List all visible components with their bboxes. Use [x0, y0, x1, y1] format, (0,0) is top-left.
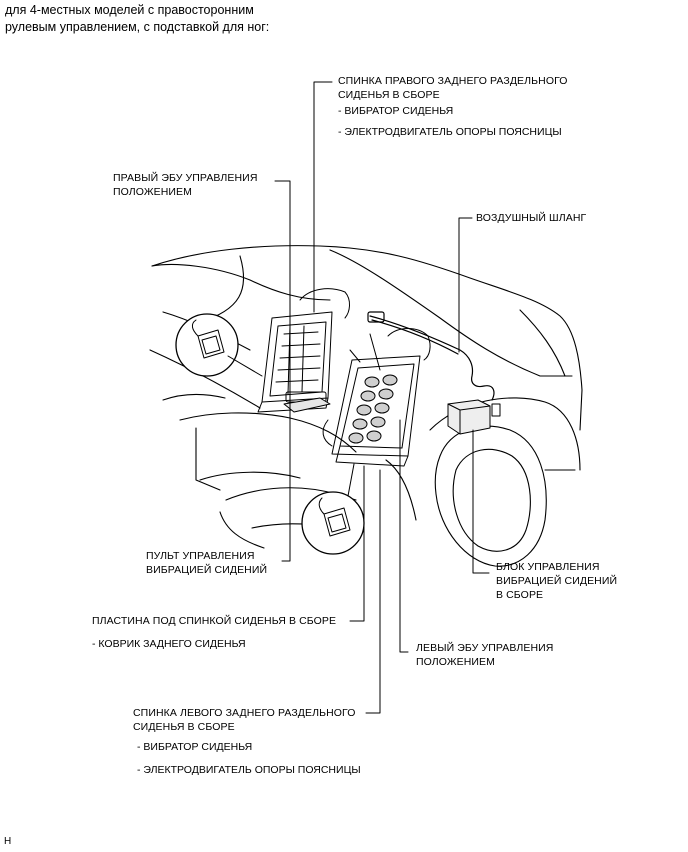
label-left-ecu: ЛЕВЫЙ ЭБУ УПРАВЛЕНИЯ ПОЛОЖЕНИЕМ — [416, 641, 553, 669]
label-left-ecu-line1: ЛЕВЫЙ ЭБУ УПРАВЛЕНИЯ — [416, 642, 554, 654]
leader-lines — [274, 81, 490, 714]
label-left-seatback: СПИНКА ЛЕВОГО ЗАДНЕГО РАЗДЕЛЬНОГО СИДЕНЬ… — [133, 706, 356, 734]
label-vibration-control-unit-line2: ВИБРАЦИЕЙ СИДЕНИЙ — [496, 575, 618, 587]
label-vibration-control-unit-line3: В СБОРЕ — [496, 589, 544, 601]
rear-wheel-inner — [452, 448, 531, 552]
page-heading: для 4-местных моделей с правосторонним р… — [5, 2, 269, 36]
label-right-seatback-line2: СИДЕНЬЯ В СБОРЕ — [338, 89, 440, 101]
label-right-seatback: СПИНКА ПРАВОГО ЗАДНЕГО РАЗДЕЛЬНОГО СИДЕН… — [338, 74, 568, 102]
label-vibration-switch: ПУЛЬТ УПРАВЛЕНИЯ ВИБРАЦИЕЙ СИДЕНИЙ — [146, 549, 267, 577]
label-air-hose: ВОЗДУШНЫЙ ШЛАНГ — [476, 211, 586, 225]
label-right-seatback-item2: - ЭЛЕКТРОДВИГАТЕЛЬ ОПОРЫ ПОЯСНИЦЫ — [338, 126, 562, 138]
label-seatback-board-item1: - КОВРИК ЗАДНЕГО СИДЕНЬЯ — [92, 638, 246, 650]
label-right-ecu: ПРАВЫЙ ЭБУ УПРАВЛЕНИЯ ПОЛОЖЕНИЕМ — [113, 171, 258, 199]
label-vibration-switch-line2: ВИБРАЦИЕЙ СИДЕНИЙ — [146, 564, 268, 576]
label-left-seatback-line1: СПИНКА ЛЕВОГО ЗАДНЕГО РАЗДЕЛЬНОГО — [133, 707, 356, 719]
right-ecu-inset — [175, 313, 263, 377]
label-air-hose-line1: ВОЗДУШНЫЙ ШЛАНГ — [476, 212, 587, 224]
rear-wheel-outer — [434, 425, 547, 567]
label-seatback-board-line1: ПЛАСТИНА ПОД СПИНКОЙ СИДЕНЬЯ В СБОРЕ — [92, 615, 337, 627]
left-seatback-frame — [322, 328, 431, 467]
label-left-seatback-item1: - ВИБРАТОР СИДЕНЬЯ — [137, 741, 253, 753]
heading-line-2: рулевым управлением, с подставкой для но… — [5, 20, 270, 34]
label-right-seatback-line1: СПИНКА ПРАВОГО ЗАДНЕГО РАЗДЕЛЬНОГО — [338, 75, 568, 87]
label-right-ecu-line2: ПОЛОЖЕНИЕМ — [113, 186, 193, 198]
left-seat-vibrators — [348, 374, 398, 444]
left-ecu-inset — [301, 463, 365, 555]
label-left-seatback-line2: СИДЕНЬЯ В СБОРЕ — [133, 721, 235, 733]
label-vibration-control-unit-line1: БЛОК УПРАВЛЕНИЯ — [496, 561, 600, 573]
label-right-ecu-line1: ПРАВЫЙ ЭБУ УПРАВЛЕНИЯ — [113, 172, 258, 184]
right-seatback-frame — [257, 288, 350, 413]
air-hose-part — [367, 311, 495, 401]
label-right-seatback-item1: - ВИБРАТОР СИДЕНЬЯ — [338, 105, 454, 117]
label-seatback-board: ПЛАСТИНА ПОД СПИНКОЙ СИДЕНЬЯ В СБОРЕ — [92, 614, 336, 628]
vibration-control-unit-part — [447, 399, 501, 435]
label-vibration-control-unit: БЛОК УПРАВЛЕНИЯ ВИБРАЦИЕЙ СИДЕНИЙ В СБОР… — [496, 560, 617, 602]
vibration-switch-part — [283, 397, 331, 413]
heading-line-1: для 4-местных моделей с правосторонним — [5, 3, 254, 17]
label-vibration-switch-line1: ПУЛЬТ УПРАВЛЕНИЯ — [146, 550, 255, 562]
figure-code: H — [4, 836, 12, 847]
label-left-ecu-line2: ПОЛОЖЕНИЕМ — [416, 656, 496, 668]
label-left-seatback-item2: - ЭЛЕКТРОДВИГАТЕЛЬ ОПОРЫ ПОЯСНИЦЫ — [137, 764, 361, 776]
